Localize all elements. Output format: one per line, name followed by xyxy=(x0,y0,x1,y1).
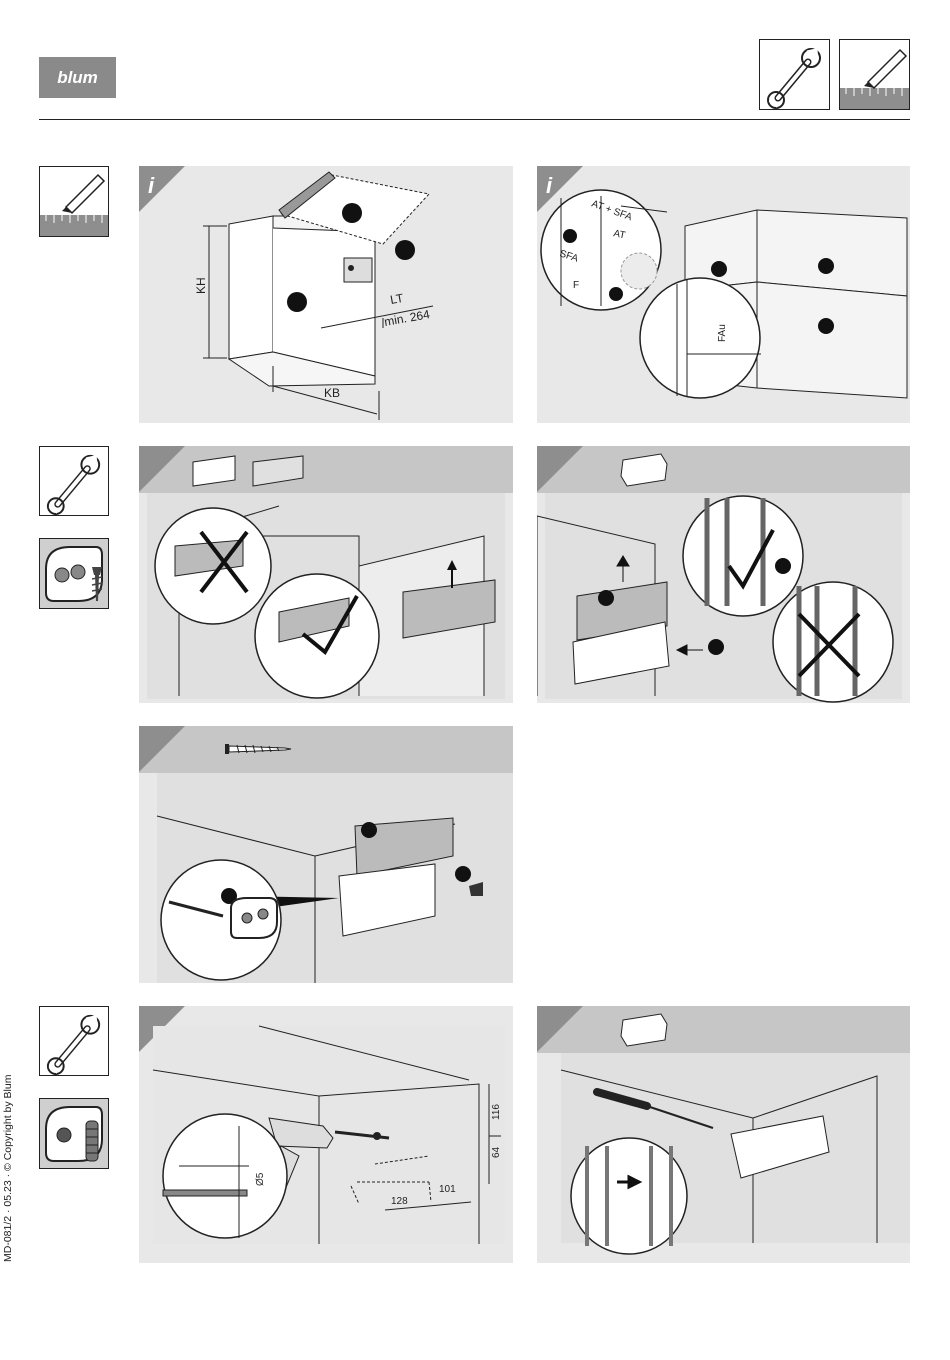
lt-min-label: min. 264 xyxy=(383,307,431,329)
dim-116: 116 xyxy=(491,1104,502,1120)
kh-label: KH xyxy=(194,277,208,294)
screwdriver-adjust-panel xyxy=(537,1006,910,1263)
cabinet-dimensions-panel: i KH KB LT min. 264 xyxy=(139,166,513,423)
dim-dia5: Ø5 xyxy=(255,1172,266,1186)
screw-plate-icon xyxy=(39,538,109,609)
dim-101: 101 xyxy=(439,1184,456,1195)
blum-logo: blum xyxy=(39,57,116,98)
front-gap-info-panel: i AT + SFA AT SFA F FAu xyxy=(537,166,910,423)
header-rule xyxy=(39,119,910,120)
lt-label: LT xyxy=(389,291,405,307)
drilling-panel: 128 101 116 64 Ø5 xyxy=(139,1006,513,1263)
wrench-icon xyxy=(39,446,109,516)
dim-128: 128 xyxy=(391,1196,408,1207)
f-label: F xyxy=(573,280,579,291)
bracket-orientation-panel xyxy=(139,446,513,703)
info-icon: i xyxy=(546,173,553,198)
wrench-icon xyxy=(759,39,830,110)
screw-fixing-panel xyxy=(139,726,513,983)
copyright-footer: MD-081/2 · 05.23 · © Copyright by Blum xyxy=(2,1022,16,1262)
fau-label: FAu xyxy=(717,324,728,342)
pencil-ruler-icon xyxy=(39,166,109,237)
dowel-plate-icon xyxy=(39,1098,109,1169)
wrench-icon xyxy=(39,1006,109,1076)
dim-64: 64 xyxy=(491,1146,502,1158)
kb-label: KB xyxy=(324,386,340,400)
clip-on-mechanism-panel xyxy=(537,446,910,703)
info-icon: i xyxy=(148,173,155,198)
pencil-ruler-icon xyxy=(839,39,910,110)
